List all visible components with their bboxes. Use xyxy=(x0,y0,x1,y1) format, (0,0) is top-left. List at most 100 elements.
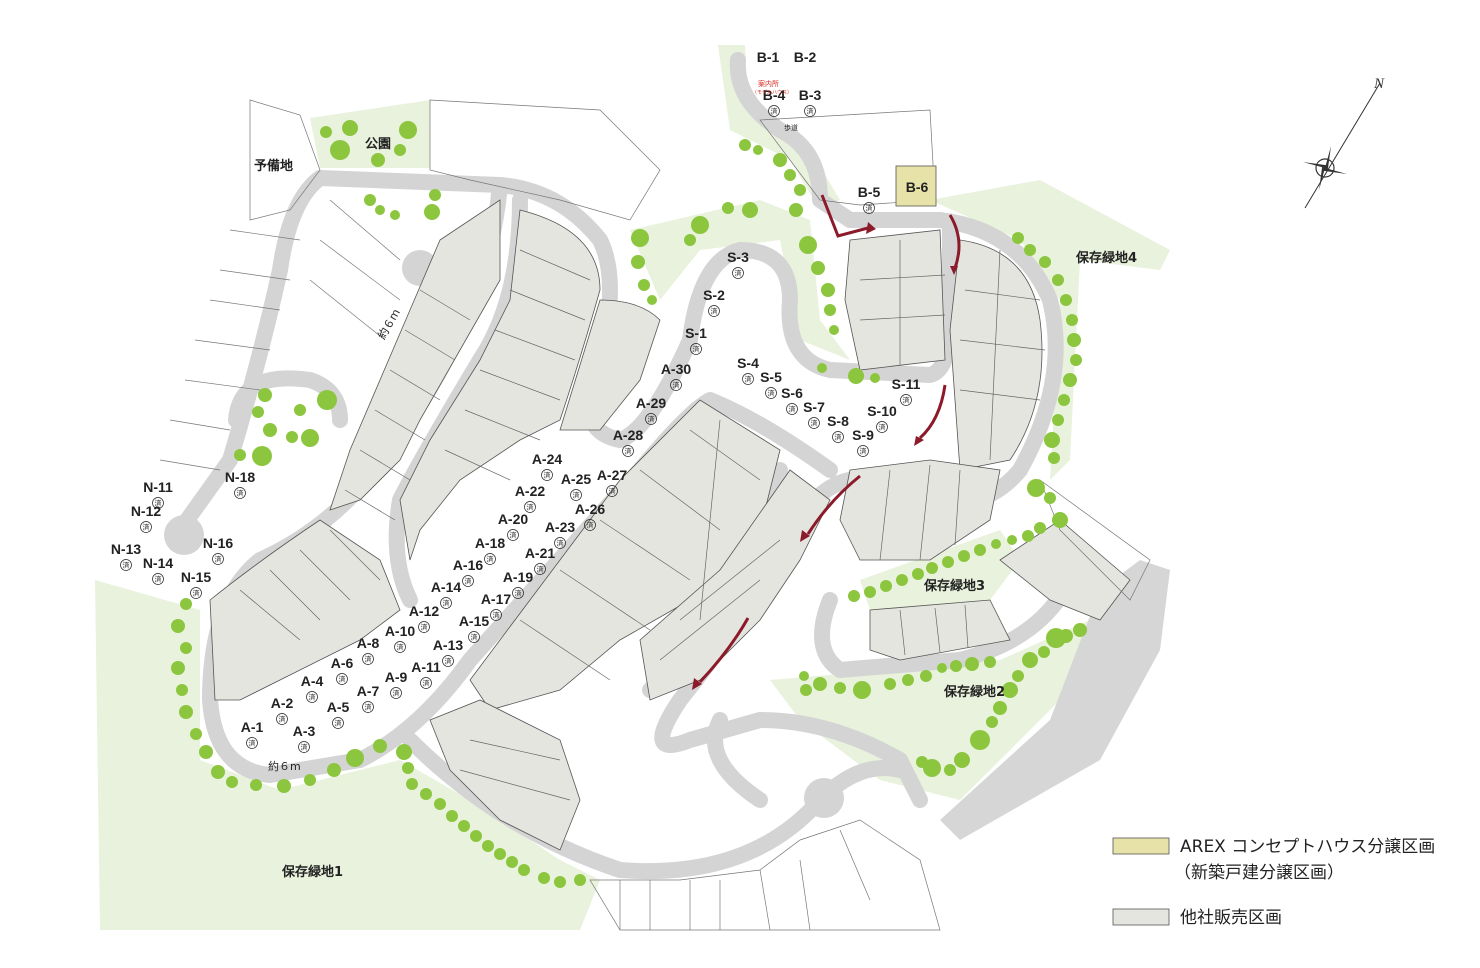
lot-a-24[interactable]: A-24済 xyxy=(532,451,563,481)
tree-icon xyxy=(1066,314,1078,326)
lot-b6-arex[interactable] xyxy=(895,165,937,207)
lot-label: A-16 xyxy=(453,557,484,573)
sold-mark: 済 xyxy=(537,565,544,574)
lot-b-1[interactable]: B-1 xyxy=(757,49,780,65)
lot-a-19[interactable]: A-19済 xyxy=(503,569,534,599)
lot-a-10[interactable]: A-10済 xyxy=(385,623,416,653)
sold-mark: 済 xyxy=(587,521,594,530)
lot-a-15[interactable]: A-15済 xyxy=(459,613,490,643)
lot-b-6[interactable]: B-6 xyxy=(906,179,929,195)
lot-a-27[interactable]: A-27済 xyxy=(597,467,628,497)
tree-icon xyxy=(429,189,441,201)
lot-a-25[interactable]: A-25済 xyxy=(561,471,592,501)
lot-n-14[interactable]: N-14済 xyxy=(143,555,174,585)
lot-b-5[interactable]: B-5済 xyxy=(858,184,881,214)
lot-b-4[interactable]: B-4済 xyxy=(763,87,786,117)
lot-n-15[interactable]: N-15済 xyxy=(181,569,212,599)
lot-s-8[interactable]: S-8済 xyxy=(827,413,849,443)
sold-mark: 済 xyxy=(421,623,428,632)
lot-a-20[interactable]: A-20済 xyxy=(498,511,529,541)
tree-icon xyxy=(390,210,400,220)
tree-icon xyxy=(870,373,880,383)
sold-mark-circle xyxy=(645,413,657,425)
lot-a-2[interactable]: A-2済 xyxy=(271,695,294,725)
lot-n-13[interactable]: N-13済 xyxy=(111,541,142,571)
lot-label: B-3 xyxy=(799,87,822,103)
lot-a-17[interactable]: A-17済 xyxy=(481,591,512,621)
lot-a-22[interactable]: A-22済 xyxy=(515,483,546,513)
sold-mark-circle xyxy=(786,403,798,415)
lot-a-26[interactable]: A-26済 xyxy=(575,501,606,531)
lot-label: A-13 xyxy=(433,637,464,653)
lot-label: N-12 xyxy=(131,503,162,519)
lot-s-7[interactable]: S-7済 xyxy=(803,399,825,429)
b1-info-label: 案内所 xyxy=(758,79,779,88)
lot-n-18[interactable]: N-18済 xyxy=(225,469,256,499)
green-area-north xyxy=(630,200,850,360)
lot-a-12[interactable]: A-12済 xyxy=(409,603,440,633)
tree-icon xyxy=(1060,294,1072,306)
tree-icon xyxy=(896,574,908,586)
lot-a-28[interactable]: A-28済 xyxy=(613,427,644,457)
lot-n-12[interactable]: N-12済 xyxy=(131,503,162,533)
tree-icon xyxy=(286,431,298,443)
lot-a-3[interactable]: A-3済 xyxy=(293,723,316,753)
tree-icon xyxy=(226,776,238,788)
lot-s-5[interactable]: S-5済 xyxy=(760,369,782,399)
sold-mark: 済 xyxy=(397,643,404,652)
sold-mark: 済 xyxy=(648,415,655,424)
lot-s-9[interactable]: S-9済 xyxy=(852,427,874,457)
lot-a-1[interactable]: A-1済 xyxy=(241,719,264,749)
lot-s-3[interactable]: S-3済 xyxy=(727,249,749,279)
sold-mark: 済 xyxy=(527,503,534,512)
lot-a-21[interactable]: A-21済 xyxy=(525,545,556,575)
tree-icon xyxy=(848,590,860,602)
tree-icon xyxy=(970,730,990,750)
lot-label: N-16 xyxy=(203,535,234,551)
lot-a-16[interactable]: A-16済 xyxy=(453,557,484,587)
lot-label: A-9 xyxy=(385,669,408,685)
lot-a-30[interactable]: A-30済 xyxy=(661,361,692,391)
lot-a-8[interactable]: A-8済 xyxy=(357,635,380,665)
lot-n-11[interactable]: N-11済 xyxy=(143,479,173,509)
lot-label: A-29 xyxy=(636,395,667,411)
lot-b-3[interactable]: B-3済 xyxy=(799,87,822,117)
lot-s-2[interactable]: S-2済 xyxy=(703,287,725,317)
lot-a-13[interactable]: A-13済 xyxy=(433,637,464,667)
lot-a-18[interactable]: A-18済 xyxy=(475,535,506,565)
lot-label: A-24 xyxy=(532,451,563,467)
tree-icon xyxy=(984,656,996,668)
lot-a-6[interactable]: A-6済 xyxy=(331,655,354,685)
tree-icon xyxy=(800,684,812,696)
lot-a-11[interactable]: A-11済 xyxy=(411,659,441,689)
tree-icon xyxy=(824,304,836,316)
compass-north-label: N xyxy=(1373,76,1385,92)
lot-n-16[interactable]: N-16済 xyxy=(203,535,234,565)
lot-label: A-11 xyxy=(411,659,441,675)
lot-a-29[interactable]: A-29 済 xyxy=(636,395,667,425)
park-label: 公園 xyxy=(365,136,391,152)
lot-a-5[interactable]: A-5済 xyxy=(327,699,350,729)
green-area-2 xyxy=(770,620,1090,800)
lot-label: N-14 xyxy=(143,555,174,571)
lot-label: A-19 xyxy=(503,569,534,585)
lot-label: A-18 xyxy=(475,535,506,551)
lot-label: A-25 xyxy=(561,471,592,487)
lot-a-14[interactable]: A-14済 xyxy=(431,579,462,609)
tree-icon xyxy=(470,830,482,842)
tree-icon xyxy=(506,856,518,868)
sold-mark: 済 xyxy=(673,381,680,390)
sold-mark: 済 xyxy=(835,433,842,442)
lot-s-4[interactable]: S-4済 xyxy=(737,355,759,385)
lot-b-2[interactable]: B-2 xyxy=(794,49,817,65)
lot-label: S-4 xyxy=(737,355,759,371)
lot-s-6[interactable]: S-6済 xyxy=(781,385,803,415)
lot-s-10[interactable]: S-10済 xyxy=(867,403,897,433)
lot-s-11[interactable]: S-11済 xyxy=(892,376,921,406)
lot-a-7[interactable]: A-7済 xyxy=(357,683,380,713)
lot-a-23[interactable]: A-23済 xyxy=(545,519,576,549)
tree-icon xyxy=(1022,652,1038,668)
lot-a-4[interactable]: A-4済 xyxy=(301,673,324,703)
lot-a-9[interactable]: A-9済 xyxy=(385,669,408,699)
lot-s-1[interactable]: S-1済 xyxy=(685,325,707,355)
